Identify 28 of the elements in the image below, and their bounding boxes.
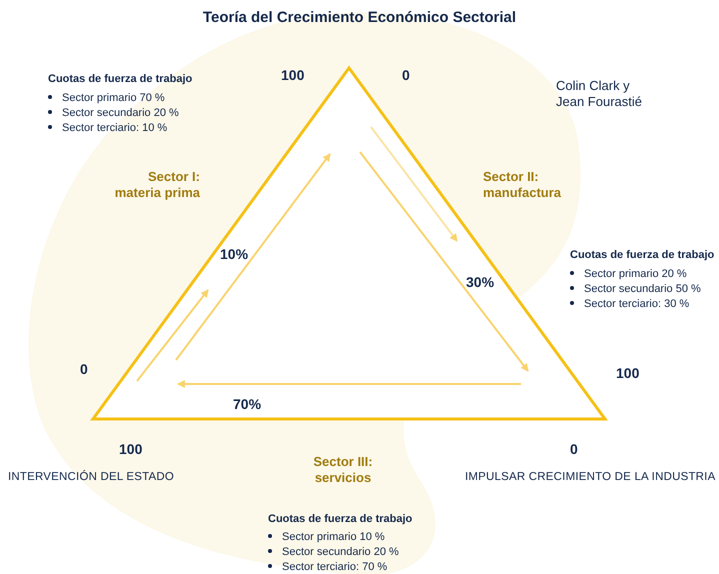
- sector-label: Sector III: servicios: [312, 454, 374, 486]
- list-item: Sector terciario: 30 %: [570, 298, 690, 312]
- list-item: Sector primario 10 %: [268, 531, 385, 544]
- scale-value: 100: [119, 441, 142, 458]
- scale-value: 0: [570, 441, 578, 458]
- sector-label: Sector II: manufactura: [483, 169, 562, 200]
- list-item: Sector secundario 20 %: [268, 546, 399, 560]
- list-item: Sector primario 70 %: [48, 92, 165, 106]
- list-item: Sector secundario 50 %: [570, 283, 701, 296]
- percentage-label: 70%: [233, 396, 262, 413]
- list-item: Sector terciario: 70 %: [268, 561, 388, 574]
- list-item: Sector terciario: 10 %: [48, 122, 168, 136]
- list-heading: Cuotas de fuerza de trabajo: [570, 249, 714, 262]
- scale-value: 0: [402, 67, 410, 84]
- author-credit: Colin Clark y Jean Fourastié: [556, 78, 643, 110]
- scale-value: 100: [616, 365, 640, 382]
- list-heading: Cuotas de fuerza de trabajo: [48, 73, 192, 86]
- scale-value: 100: [281, 67, 304, 84]
- list-item: Sector primario 20 %: [570, 268, 687, 282]
- list-heading: Cuotas de fuerza de trabajo: [268, 513, 412, 526]
- percentage-label: 10%: [220, 246, 248, 263]
- axis-end-label: INTERVENCIÓN DEL ESTADO: [8, 471, 174, 485]
- title: Teoría del Crecimiento Económico Sectorial: [202, 9, 518, 27]
- sector-label: Sector I: materia prima: [114, 169, 200, 200]
- percentage-label: 30%: [466, 274, 494, 291]
- axis-end-label: IMPULSAR CRECIMIENTO DE LA INDUSTRIA: [465, 471, 716, 485]
- scale-value: 0: [80, 361, 88, 378]
- list-item: Sector secundario 20 %: [48, 107, 179, 120]
